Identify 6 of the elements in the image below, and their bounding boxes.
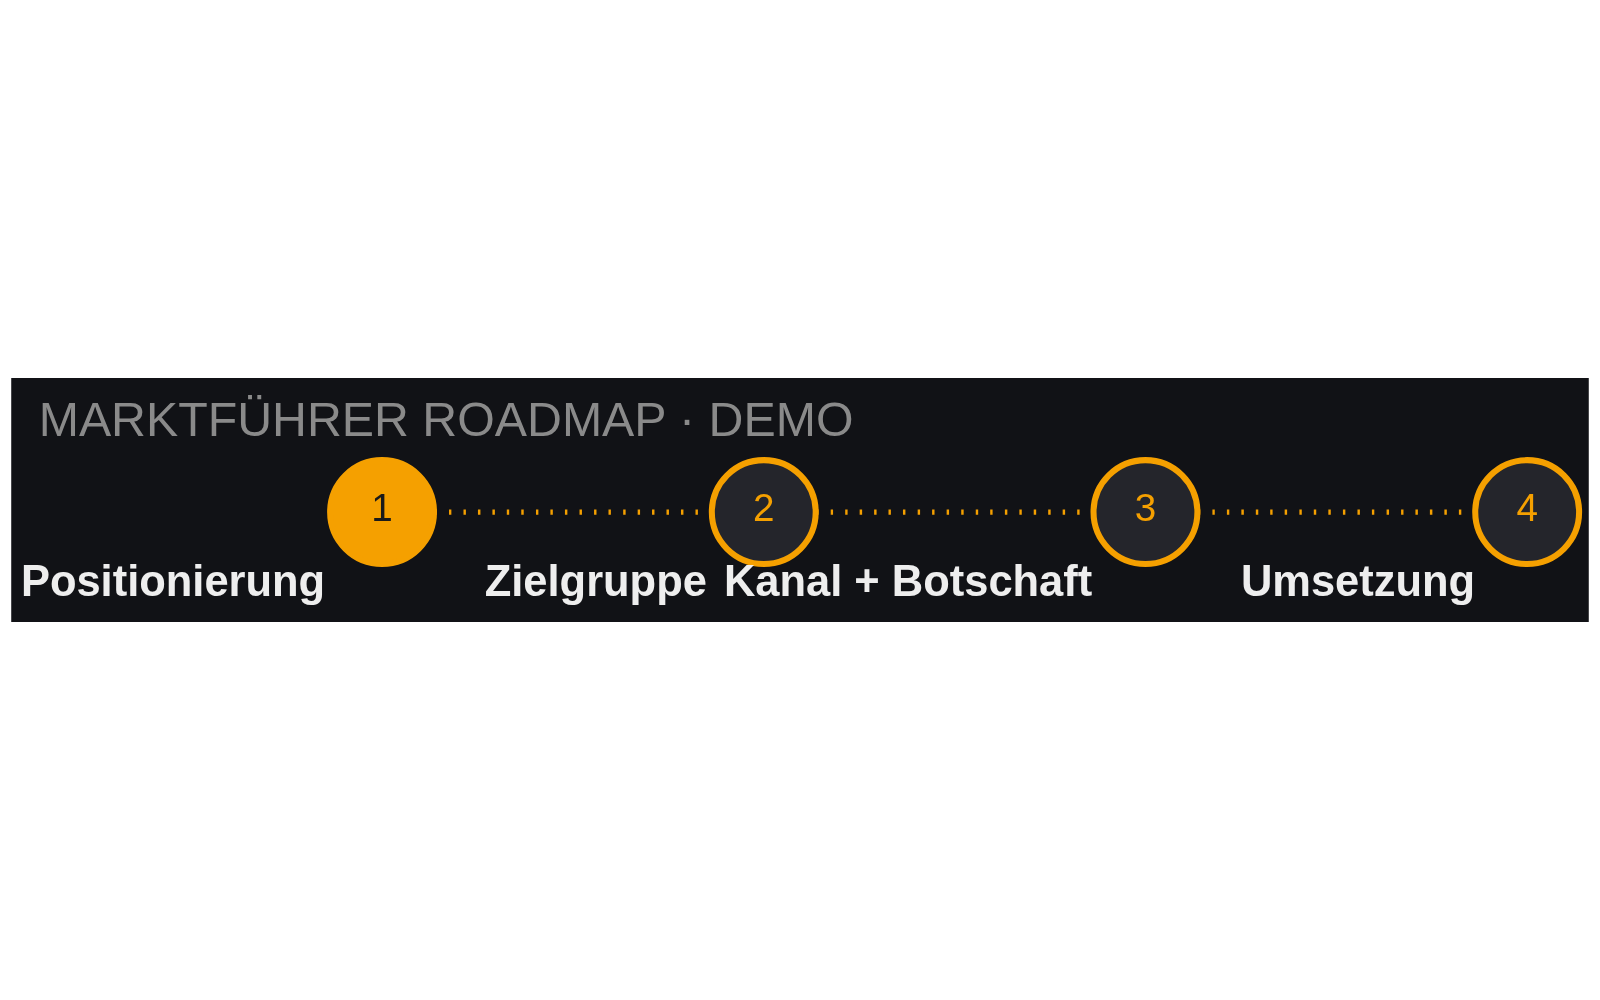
node-circle: 3 bbox=[1090, 457, 1201, 568]
node-label: Zielgruppe bbox=[484, 557, 707, 606]
node-circle: 4 bbox=[1472, 457, 1583, 568]
node-circle: 1 bbox=[327, 457, 437, 568]
node-label: Positionierung bbox=[20, 557, 326, 606]
diagram-title: MARKTFÜHRER ROADMAP · DEMO bbox=[38, 391, 854, 446]
